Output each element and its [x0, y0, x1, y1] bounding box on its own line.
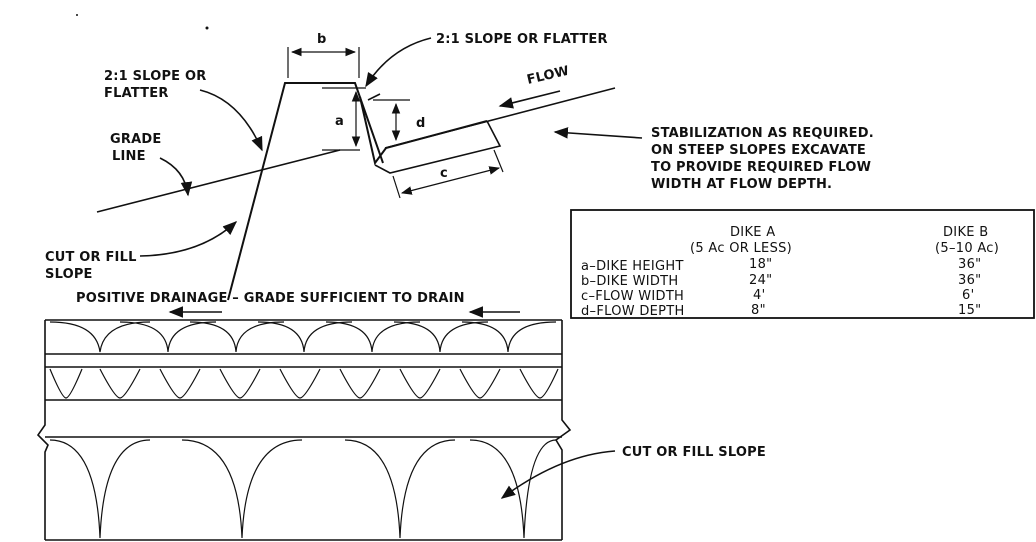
row-label: d–FLOW DEPTH: [581, 304, 685, 319]
slope-left-label-2: FLATTER: [104, 86, 169, 101]
grade-leader: [159, 157, 193, 197]
slope-left-leader: [199, 89, 263, 152]
grade-label-1: GRADE: [110, 132, 161, 147]
drainage-label: POSITIVE DRAINAGE – GRADE SUFFICIENT TO …: [76, 291, 465, 306]
channel-excavation: [374, 120, 502, 174]
stab-line-2: ON STEEP SLOPES EXCAVATE: [651, 143, 866, 158]
row-label: b–DIKE WIDTH: [581, 274, 678, 289]
dike-body: [227, 82, 384, 301]
row-label: c–FLOW WIDTH: [581, 289, 684, 304]
flow-label: FLOW: [526, 64, 571, 88]
dim-a-label: a: [335, 114, 344, 129]
row-value-a: 4': [753, 288, 765, 303]
slope-hatching-row-1: [49, 321, 557, 353]
stab-line-1: STABILIZATION AS REQUIRED.: [651, 126, 874, 141]
cut-fill-label-2: SLOPE: [45, 267, 93, 282]
row-value-b: 36": [958, 257, 981, 272]
dim-c-label: c: [440, 166, 448, 181]
row-value-a: 18": [749, 257, 772, 272]
stabilization-leader: [553, 127, 643, 139]
row-value-a: 8": [751, 303, 766, 318]
stab-line-4: WIDTH AT FLOW DEPTH.: [651, 177, 832, 192]
cut-fill-plan-leader: [500, 450, 616, 499]
cut-fill-plan-label: CUT OR FILL SLOPE: [622, 445, 766, 460]
dim-d-label: d: [416, 116, 426, 131]
col-subheader-dike-b: (5–10 Ac): [935, 241, 999, 256]
dimension-c: c: [392, 149, 504, 199]
col-header-dike-b: DIKE B: [943, 225, 988, 240]
dimension-a: a: [322, 87, 366, 151]
row-value-a: 24": [749, 273, 772, 288]
plan-view: POSITIVE DRAINAGE – GRADE SUFFICIENT TO …: [36, 291, 766, 541]
slope-hatching-row-2: [49, 368, 559, 399]
flow-arrow: FLOW: [498, 64, 571, 109]
row-value-b: 15": [958, 303, 981, 318]
cut-fill-label-1: CUT OR FILL: [45, 250, 137, 265]
slope-top-leader: [365, 37, 432, 88]
table-border: [570, 209, 1035, 319]
col-header-dike-a: DIKE A: [730, 225, 775, 240]
grade-label-2: LINE: [112, 149, 146, 164]
slope-left-label-1: 2:1 SLOPE OR: [104, 69, 206, 84]
slope-hatching-row-3: [49, 439, 557, 539]
cut-fill-leader: [139, 221, 238, 257]
col-subheader-dike-a: (5 Ac OR LESS): [690, 241, 792, 256]
row-value-b: 36": [958, 273, 981, 288]
row-label: a–DIKE HEIGHT: [581, 259, 684, 274]
channel-outline: [359, 96, 488, 166]
slope-top-label: 2:1 SLOPE OR FLATTER: [436, 32, 608, 47]
grade-line: [96, 149, 341, 213]
dimension-b: b: [287, 32, 360, 78]
dike-dimension-table: DIKE A (5 Ac OR LESS) DIKE B (5–10 Ac) a…: [570, 209, 1035, 319]
dike-cross-section: [96, 82, 616, 301]
break-line-right: [554, 320, 572, 540]
break-line-left: [36, 320, 49, 540]
dimension-d: d: [373, 99, 426, 142]
dim-b-label: b: [317, 32, 327, 47]
stab-line-3: TO PROVIDE REQUIRED FLOW: [651, 160, 871, 175]
row-value-b: 6': [962, 288, 974, 303]
